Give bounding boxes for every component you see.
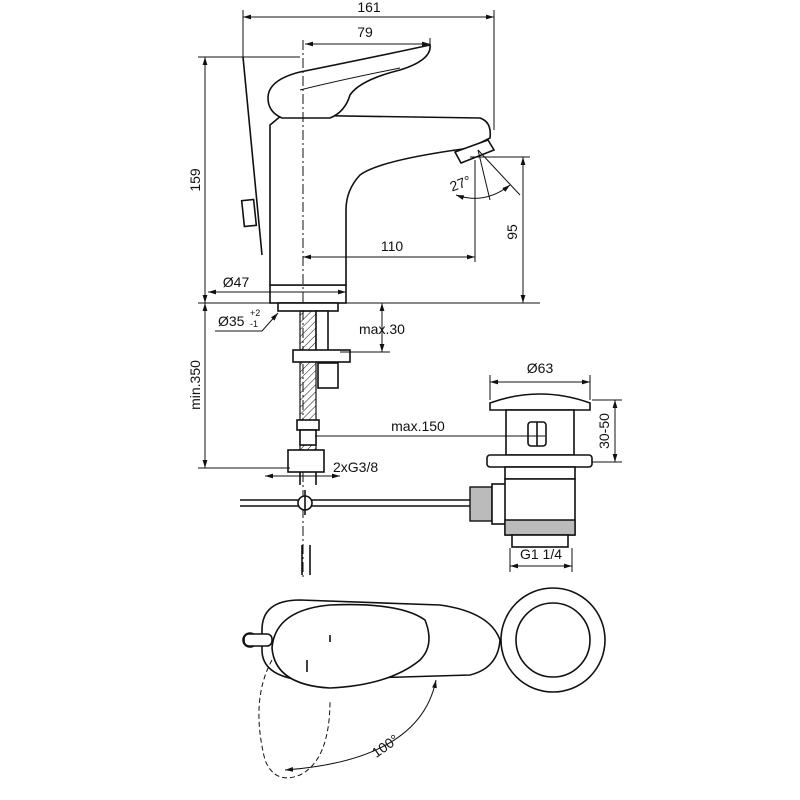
waste-valve xyxy=(486,393,593,548)
pull-rod-linkage xyxy=(240,483,509,575)
faucet-side-view xyxy=(240,40,496,580)
dim-79: 79 xyxy=(357,24,373,40)
dim-159: 159 xyxy=(187,168,203,192)
pop-up-rod xyxy=(242,56,263,256)
lever-handle xyxy=(267,44,431,119)
faucet-top-view xyxy=(242,587,606,779)
dim-g38: 2xG3/8 xyxy=(333,459,378,475)
mounting-nut xyxy=(317,362,339,389)
dim-35: Ø35 xyxy=(218,313,245,329)
connection-nut xyxy=(287,449,325,473)
pop-up-knob xyxy=(240,198,258,228)
angle-100: 100° xyxy=(369,731,402,761)
mounting-plate xyxy=(292,349,351,363)
dim-161: 161 xyxy=(357,0,381,15)
dim-110: 110 xyxy=(381,238,404,254)
dim-30-50: 30-50 xyxy=(596,413,612,449)
dim-95: 95 xyxy=(504,224,520,240)
faucet-body xyxy=(269,114,492,286)
dim-g114: G1 1/4 xyxy=(520,546,562,562)
angle-27: 27° xyxy=(448,172,473,194)
dimension-lines xyxy=(198,10,622,572)
dim-35-tol-plus: +2 xyxy=(250,308,260,318)
dim-max150: max.150 xyxy=(391,418,445,434)
waste-top-inner xyxy=(515,602,591,678)
dim-max30: max.30 xyxy=(359,321,405,337)
aerator xyxy=(453,139,496,165)
dimension-labels: 161 79 159 95 110 Ø47 Ø35 +2 -1 max.30 m… xyxy=(187,0,612,761)
dim-35-tol-minus: -1 xyxy=(250,319,258,329)
under-deck-fittings xyxy=(277,302,351,485)
faucet-base xyxy=(269,284,347,304)
dim-47: Ø47 xyxy=(223,274,250,290)
dim-63: Ø63 xyxy=(527,360,554,376)
dim-min350: min.350 xyxy=(187,360,203,410)
